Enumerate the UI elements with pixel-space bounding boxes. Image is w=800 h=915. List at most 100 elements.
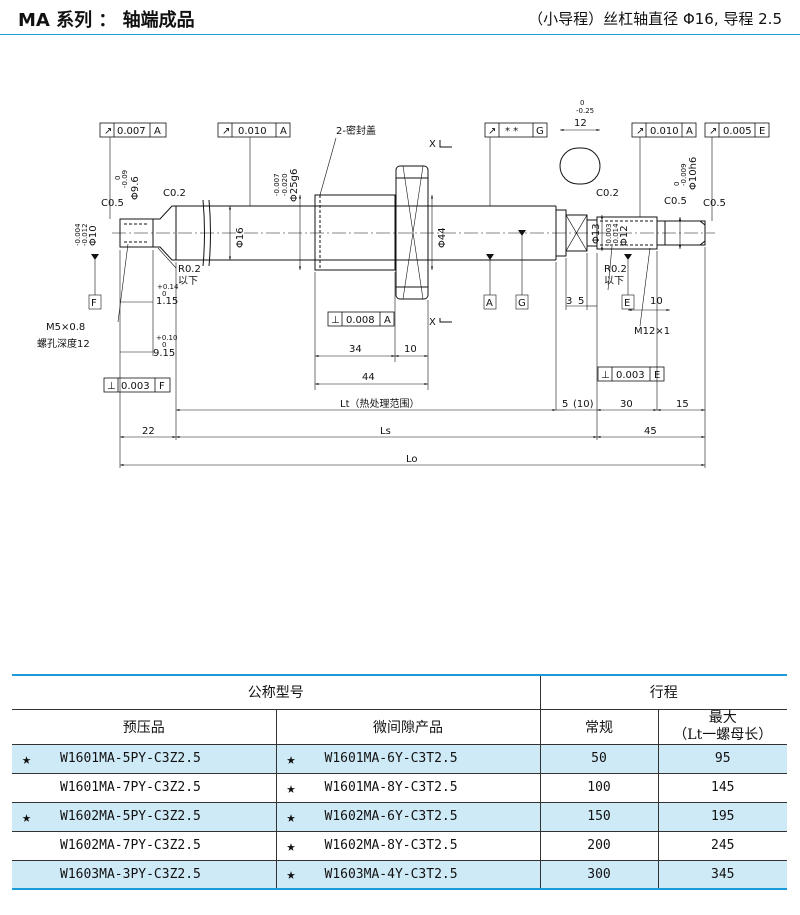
tolerance-frame-1 — [99, 122, 167, 138]
model-code: W1601MA-6Y-C3T2.5 — [324, 751, 458, 766]
star-icon: ★ — [22, 749, 32, 768]
dia-phi44: Φ44 — [437, 227, 448, 248]
header-model: 公称型号 — [12, 675, 541, 710]
chamfer-label-3: C0.2 — [596, 188, 619, 199]
chamfer-label-5: C0.5 — [703, 198, 726, 209]
dim-1-15: 1.15 — [156, 296, 178, 307]
dim-10-a: 10 — [404, 344, 417, 355]
model-code: W1601MA-8Y-C3T2.5 — [324, 780, 458, 795]
model-code: W1601MA-5PY-C3Z2.5 — [60, 751, 201, 766]
tol-value-4: 0.010 — [650, 126, 679, 137]
perpendicularity-icon-8: ⊥ — [601, 370, 610, 381]
datum-f: F — [91, 298, 97, 309]
radius-label-2: R0.2 — [604, 264, 627, 275]
dia-phi25-tol-bot: -0.020 — [281, 173, 289, 196]
cell-regular-stroke: 50 — [539, 743, 659, 774]
thread-label-m5: M5×0.8 — [46, 322, 85, 333]
cell-preload: W1602MA-7PY-C3Z2.5 — [12, 830, 277, 861]
tol-ref-6: A — [384, 315, 391, 326]
dim-ls: Ls — [380, 426, 391, 437]
star-icon: ★ — [286, 749, 296, 768]
dia-phi96-tol-bot: -0.09 — [121, 170, 129, 188]
dia-phi10h6: Φ10h6 — [688, 157, 699, 190]
chamfer-label-4: C0.5 — [664, 196, 687, 207]
dia-phi10: Φ10 — [88, 225, 99, 246]
model-code: W1603MA-4Y-C3T2.5 — [324, 866, 458, 882]
dim-44: 44 — [362, 372, 375, 383]
cell-max-stroke: 145 — [657, 772, 787, 803]
model-code: W1602MA-5PY-C3Z2.5 — [60, 809, 201, 824]
dia-phi10-tol-top: -0.004 — [74, 223, 82, 246]
model-code: W1602MA-8Y-C3T2.5 — [324, 838, 458, 853]
tolerance-frame-6 — [327, 311, 395, 327]
tol-value-6: 0.008 — [346, 315, 375, 326]
runout-icon-2: ↗ — [222, 126, 230, 137]
runout-icon-1: ↗ — [104, 126, 112, 137]
tol-ref-1: A — [154, 126, 161, 137]
nut-body — [314, 194, 396, 271]
header-max-line1: 最大 — [708, 709, 737, 726]
cell-max-stroke: 195 — [657, 801, 787, 832]
cell-microgap: ★W1603MA-4Y-C3T2.5 — [275, 859, 541, 889]
cell-max-stroke: 345 — [657, 859, 787, 889]
dim-1-15-tol-top: +0.14 — [157, 283, 179, 291]
dia-phi25-tol-top: -0.007 — [273, 173, 281, 196]
header-max-line2: （Lt一螺母长） — [673, 726, 773, 743]
star-icon: ★ — [286, 807, 296, 826]
dim-10-c: (10) — [573, 399, 594, 410]
model-code: W1603MA-3PY-C3Z2.5 — [60, 866, 201, 882]
datum-g: G — [518, 298, 526, 309]
header-stroke: 行程 — [539, 675, 787, 710]
tol-ref-2: A — [280, 126, 287, 137]
header-preload: 预压品 — [12, 708, 277, 745]
tol-value-2: 0.010 — [238, 126, 267, 137]
cell-max-stroke: 245 — [657, 830, 787, 861]
dim-slot-12: 12 — [574, 118, 587, 129]
tol-ref-7: F — [159, 381, 165, 392]
dim-5-a: 5 — [578, 296, 584, 307]
dia-phi12-tol-bot: -0.014 — [612, 223, 620, 246]
perpendicularity-icon-7: ⊥ — [107, 381, 116, 392]
dim-slot-12-tol-top: 0 — [580, 99, 584, 107]
cell-microgap: ★ W1602MA-8Y-C3T2.5 — [275, 830, 541, 861]
datum-a: A — [486, 298, 493, 309]
cell-regular-stroke: 200 — [539, 830, 659, 861]
dim-slot-12-tol-bot: -0.25 — [576, 107, 594, 115]
tol-value-5: 0.005 — [723, 126, 752, 137]
page-subtitle: （小导程）丝杠轴直径 Φ16, 导程 2.5 — [528, 10, 782, 28]
dim-15: 15 — [676, 399, 689, 410]
dim-34: 34 — [349, 344, 362, 355]
tol-value-7: 0.003 — [121, 381, 150, 392]
dia-phi16: Φ16 — [235, 227, 246, 248]
tolerance-frame-8 — [597, 366, 665, 382]
cell-microgap: ★W1601MA-8Y-C3T2.5 — [275, 772, 541, 803]
star-icon: ★ — [286, 836, 296, 855]
cell-preload: ★ W1602MA-5PY-C3Z2.5 — [12, 801, 277, 832]
cell-regular-stroke: 300 — [539, 859, 659, 889]
radius-label-1: R0.2 — [178, 264, 201, 275]
tolerance-frame-3 — [484, 122, 548, 138]
cell-regular-stroke: 100 — [539, 772, 659, 803]
cell-microgap: ★ W1601MA-6Y-C3T2.5 — [275, 743, 541, 774]
radius-note-2: 以下 — [604, 276, 624, 287]
header-max: 最大 （Lt一螺母长） — [657, 708, 787, 745]
star-icon: ★ — [22, 807, 32, 826]
thread-depth-note: 螺孔深度12 — [37, 337, 90, 350]
dim-9-15-tol-bot: 0 — [162, 341, 166, 349]
tolerance-frame-4 — [631, 122, 697, 138]
dim-10-b: 10 — [650, 296, 663, 307]
tolerance-frame-5 — [704, 122, 770, 138]
runout-icon-5: ↗ — [709, 126, 717, 137]
dia-phi12: Φ12 — [619, 225, 630, 246]
runout-icon-4: ↗ — [636, 126, 644, 137]
model-code: W1601MA-7PY-C3Z2.5 — [60, 780, 201, 795]
header-regular: 常规 — [539, 708, 659, 745]
cell-preload: W1603MA-3PY-C3Z2.5 — [12, 859, 277, 889]
dim-45: 45 — [644, 426, 657, 437]
dia-phi25: Φ25g6 — [289, 169, 300, 202]
